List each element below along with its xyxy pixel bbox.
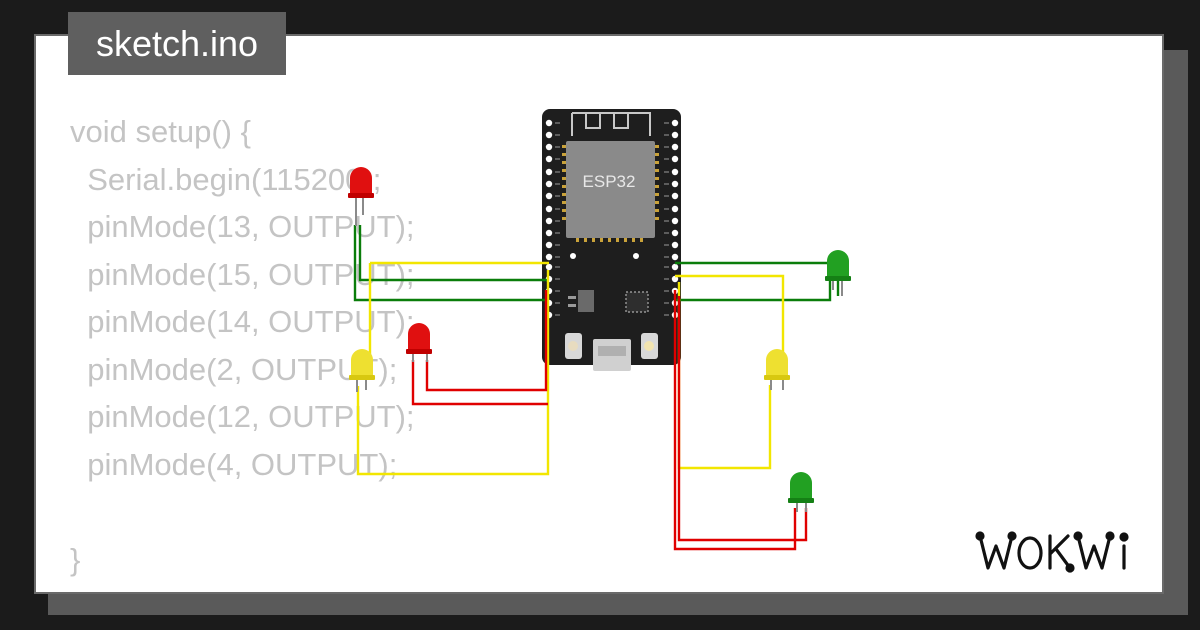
code-line: } (70, 541, 81, 577)
code-line: pinMode(14, OUTPUT); (70, 304, 415, 339)
right-pin-header (671, 119, 679, 319)
code-line: pinMode(15, OUTPUT); (70, 256, 415, 292)
code-line: pinMode(13, OUTPUT); (70, 209, 415, 244)
led-yellow-2[interactable] (764, 349, 790, 390)
esp32-label: ESP32 (583, 172, 636, 191)
led-yellow-1[interactable] (349, 349, 375, 392)
wire-yellow (356, 270, 550, 476)
code-preview: void setup() { Serial.begin(115200); pin… (70, 108, 415, 583)
esp32-chip (566, 141, 655, 238)
led-green-1[interactable] (825, 250, 851, 296)
wire-red (425, 290, 548, 392)
code-line: pinMode(4, OUTPUT); (70, 446, 398, 482)
wire-red (411, 360, 548, 406)
code-line: void setup() { (70, 114, 251, 149)
led-red-2[interactable] (406, 323, 432, 362)
file-tab[interactable]: sketch.ino (68, 12, 286, 75)
voltage-regulator (578, 290, 594, 312)
esp32-board: ESP32 (542, 109, 681, 371)
wire-red (673, 290, 797, 551)
wire-green (675, 280, 832, 302)
led-red-1[interactable] (348, 167, 374, 226)
wire-red (677, 296, 808, 542)
wire-green (353, 225, 549, 302)
wokwi-logo (975, 531, 1129, 573)
code-line: Serial.begin(115200); (70, 161, 382, 197)
wire-green (358, 225, 549, 282)
wire-yellow (675, 274, 785, 380)
wire-yellow (677, 282, 772, 470)
usb-chip (625, 291, 649, 313)
led-green-2[interactable] (788, 472, 814, 512)
code-line: pinMode(12, OUTPUT); (70, 399, 415, 434)
